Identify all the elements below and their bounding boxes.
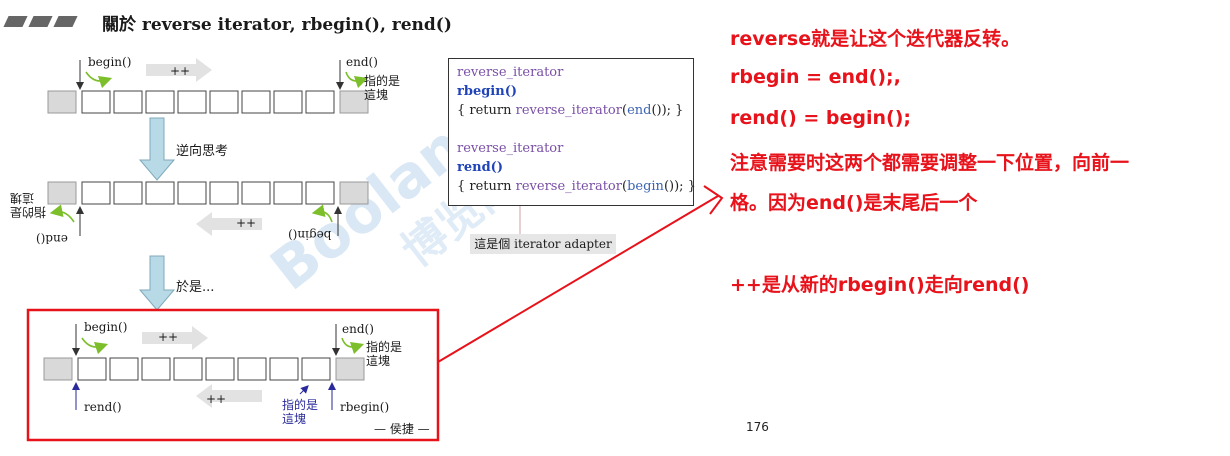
note-line-5: 格。因为end()是末尾后一个 [730, 192, 978, 214]
bottom-end-label: end() [342, 322, 374, 336]
reverse-thinking-note: 逆向思考 [176, 144, 229, 159]
top-end-label: end() [346, 55, 378, 69]
middle-row [47, 181, 369, 236]
page-number: 176 [746, 420, 769, 434]
bottom-points-label-1: 指的是 [366, 340, 403, 354]
code-line-6: { return reverse_iterator(begin()); } [457, 179, 696, 194]
code-line-1: reverse_iterator [457, 65, 564, 80]
bottom-points-label-2: 這塊 [366, 354, 391, 368]
iterator-diagram [26, 58, 521, 442]
code-line-3: { return reverse_iterator(end()); } [457, 103, 684, 118]
author-credit: — 侯捷 — [374, 422, 430, 436]
slide-title: 關於 reverse iterator, rbegin(), rend() [102, 15, 452, 35]
note-line-4: 注意需要时这两个都需要调整一下位置，向前一 [730, 152, 1130, 174]
middle-plus-label: ++ [236, 216, 257, 230]
bottom-begin-label: begin() [84, 320, 128, 334]
top-plus-label: ++ [170, 64, 191, 78]
code-line-4: reverse_iterator [457, 141, 564, 156]
so-then-note: 於是... [176, 280, 215, 295]
note-line-3: rend() = begin(); [730, 107, 911, 129]
top-points-label-2: 這塊 [364, 88, 389, 102]
note-line-2: rbegin = end();, [730, 66, 901, 88]
rbegin-points-label-1: 指的是 [282, 398, 319, 412]
code-line-2: rbegin() [457, 84, 517, 99]
top-row [47, 58, 369, 114]
bottom-plus-top: ++ [158, 330, 179, 344]
bottom-rbegin-label: rbegin() [340, 400, 390, 414]
bottom-rend-label: rend() [84, 400, 122, 414]
top-points-label-1: 指的是 [364, 74, 401, 88]
code-line-5: rend() [457, 160, 503, 175]
note-line-1: reverse就是让这个迭代器反转。 [730, 28, 1021, 50]
bottom-row [43, 324, 365, 410]
note-line-6: ++是从新的rbegin()走向rend() [730, 274, 1030, 296]
code-box: reverse_iterator rbegin() { return rever… [448, 58, 696, 206]
rbegin-points-label-2: 這塊 [282, 412, 307, 426]
top-begin-label: begin() [88, 55, 132, 69]
highlight-frame [26, 308, 440, 442]
bottom-plus-bottom: ++ [206, 392, 227, 406]
adapter-label: 這是個 iterator adapter [470, 234, 616, 254]
